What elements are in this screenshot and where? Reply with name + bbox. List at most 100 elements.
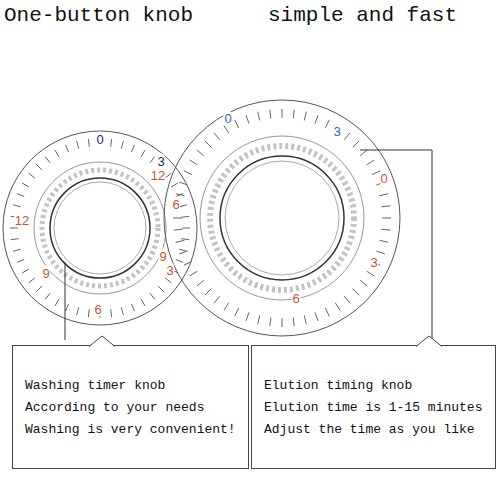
dial-number: 0 bbox=[379, 171, 388, 186]
dial-tick bbox=[367, 160, 375, 165]
dial-tick bbox=[205, 141, 211, 147]
dial-tick bbox=[224, 126, 229, 134]
leader-line bbox=[360, 150, 432, 340]
dial-tick bbox=[344, 133, 350, 140]
right-knob-cap bbox=[225, 161, 339, 275]
dial-tick bbox=[13, 205, 21, 207]
dial-tick bbox=[55, 299, 59, 306]
dial-tick bbox=[325, 120, 329, 128]
dial-tick bbox=[235, 120, 239, 128]
dial-number: 3 bbox=[332, 124, 341, 139]
callout-heading: Elution timing knob bbox=[264, 375, 483, 397]
dial-tick bbox=[22, 183, 29, 187]
dial-tick bbox=[258, 316, 260, 325]
dial-tick bbox=[181, 239, 189, 240]
dial-tick bbox=[315, 312, 318, 321]
right-knob-inner bbox=[220, 156, 344, 280]
dial-tick bbox=[66, 304, 69, 311]
dial-tick bbox=[22, 269, 29, 273]
callout-text: Elution time is 1-15 minutes bbox=[264, 397, 483, 419]
dial-tick bbox=[141, 299, 145, 306]
dial-tick bbox=[344, 296, 350, 303]
dial-tick bbox=[235, 308, 239, 316]
dial-tick bbox=[17, 259, 24, 262]
dial-tick bbox=[282, 109, 283, 118]
callout-notch-line bbox=[416, 336, 442, 347]
callout-text: Washing is very convenient! bbox=[25, 419, 236, 441]
dial-tick bbox=[184, 261, 192, 265]
dial-tick bbox=[205, 289, 211, 295]
dial-tick bbox=[214, 296, 220, 303]
dial-tick bbox=[335, 303, 340, 311]
dial-tick bbox=[270, 317, 271, 326]
dial-tick bbox=[55, 150, 59, 157]
dial-tick bbox=[224, 303, 229, 311]
dial-tick bbox=[36, 164, 42, 170]
dial-tick bbox=[171, 183, 178, 187]
right-dial-ring bbox=[164, 100, 400, 336]
left-dial-ring bbox=[3, 131, 197, 325]
dial-number: 3 bbox=[156, 154, 165, 169]
dial-tick bbox=[360, 280, 367, 286]
dial-number: 3 bbox=[369, 255, 378, 270]
dial-tick bbox=[36, 286, 42, 292]
dial-tick bbox=[150, 157, 155, 163]
dial-tick bbox=[258, 112, 260, 121]
dial-tick bbox=[29, 173, 35, 178]
dial-tick bbox=[141, 150, 145, 157]
dial-tick bbox=[353, 141, 359, 147]
dial-tick bbox=[121, 307, 123, 315]
callout-text: Adjust the time as you like bbox=[264, 419, 483, 441]
dial-tick bbox=[179, 249, 187, 251]
dial-tick bbox=[174, 229, 183, 230]
dial-tick bbox=[182, 228, 190, 229]
dial-number: 0 bbox=[95, 132, 104, 147]
callout-heading: Washing timer knob bbox=[25, 375, 236, 397]
dial-tick bbox=[190, 160, 198, 165]
dial-tick bbox=[179, 251, 188, 254]
dial-tick bbox=[17, 194, 24, 197]
dial-tick bbox=[165, 173, 171, 178]
dial-tick bbox=[176, 194, 185, 196]
dial-tick bbox=[88, 309, 89, 317]
dial-tick bbox=[111, 309, 112, 317]
dial-tick bbox=[315, 115, 318, 124]
dial-tick bbox=[304, 112, 306, 121]
dial-tick bbox=[13, 249, 21, 251]
dial-tick bbox=[121, 141, 123, 149]
dial-number: 0 bbox=[223, 111, 232, 126]
left-knob-grip bbox=[42, 170, 158, 286]
callout-text: According to your needs bbox=[25, 397, 236, 419]
dial-tick bbox=[381, 229, 390, 230]
dial-tick bbox=[304, 316, 306, 325]
dial-tick bbox=[77, 141, 79, 149]
dial-tick bbox=[367, 271, 375, 276]
dial-number: 6 bbox=[93, 302, 102, 317]
dial-tick bbox=[353, 289, 359, 295]
dial-number: 12 bbox=[14, 213, 30, 228]
dial-tick bbox=[131, 304, 134, 311]
dial-tick bbox=[184, 171, 192, 175]
dial-tick bbox=[179, 182, 188, 185]
dial-tick bbox=[190, 271, 198, 276]
dial-number: 6 bbox=[171, 197, 180, 212]
dial-number: 3 bbox=[165, 263, 174, 278]
dial-tick bbox=[29, 278, 35, 283]
callout-notch-line bbox=[89, 336, 115, 347]
dial-tick bbox=[293, 110, 294, 119]
callout-notch bbox=[416, 335, 442, 347]
dial-tick bbox=[45, 157, 50, 163]
dial-number: 6 bbox=[291, 291, 300, 306]
dial-tick bbox=[325, 308, 329, 316]
dial-tick bbox=[10, 228, 18, 229]
dial-tick bbox=[197, 150, 204, 156]
heading: One-button knob bbox=[4, 4, 193, 27]
dial-number: 9 bbox=[158, 249, 167, 264]
dial-tick bbox=[381, 206, 390, 207]
dial-tick bbox=[380, 194, 389, 196]
dial-tick bbox=[176, 259, 183, 262]
dial-number: 9 bbox=[41, 266, 50, 281]
right-knob-outer bbox=[200, 136, 364, 300]
dial-tick bbox=[88, 139, 89, 147]
dial-tick bbox=[293, 317, 294, 326]
